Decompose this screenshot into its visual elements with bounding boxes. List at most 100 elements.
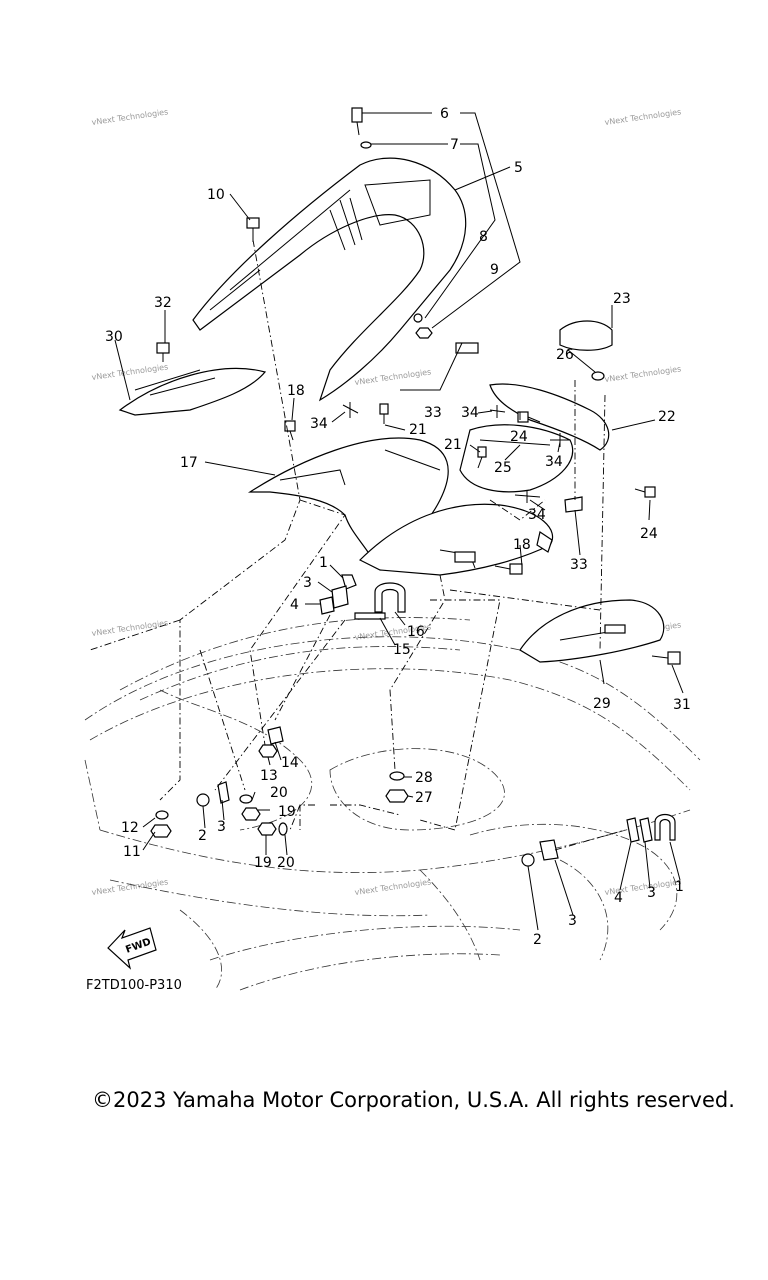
callout-3d: 3 — [568, 913, 577, 929]
callout-9: 9 — [490, 262, 499, 278]
callout-29: 29 — [593, 696, 611, 712]
callout-34d: 34 — [528, 507, 546, 523]
callout-16: 16 — [407, 624, 425, 640]
callout-20b: 20 — [277, 855, 295, 871]
side-panel-part-30 — [118, 367, 267, 416]
plate-part-3d — [639, 817, 653, 843]
watermark: vNext Technologies — [604, 107, 682, 127]
handle-part-23 — [559, 320, 613, 351]
callout-23: 23 — [613, 291, 631, 307]
callout-3b: 3 — [217, 819, 226, 835]
clip-part-34b — [489, 405, 506, 418]
washer-part-20 — [239, 794, 253, 804]
callout-3c: 3 — [647, 885, 656, 901]
ubolt-part-16 — [374, 582, 406, 613]
callout-34b: 34 — [310, 416, 328, 432]
callout-30: 30 — [105, 329, 123, 345]
callout-11: 11 — [123, 844, 141, 860]
callout-20: 20 — [270, 785, 288, 801]
callout-8: 8 — [479, 229, 488, 245]
washer-part-20b — [278, 822, 288, 836]
callout-21b: 21 — [444, 437, 462, 453]
callout-19b: 19 — [254, 855, 272, 871]
callout-26: 26 — [556, 347, 574, 363]
assembly-lines — [89, 239, 626, 851]
lower-cover-part-29 — [519, 599, 665, 663]
right-cover-part-25 — [459, 424, 574, 493]
plate-part-4 — [319, 596, 335, 615]
nut-part-19 — [241, 807, 261, 821]
lower-cover-body — [358, 503, 554, 576]
bolt-part-18 — [284, 420, 296, 441]
watermark: vNext Technologies — [354, 367, 432, 387]
callout-34: 34 — [461, 405, 479, 421]
callout-14: 14 — [281, 755, 299, 771]
callout-2b: 2 — [533, 932, 542, 948]
callout-24: 24 — [510, 429, 528, 445]
label-part-33 — [455, 342, 479, 354]
bolt-part-6 — [351, 107, 363, 136]
bracket-part-33 — [564, 496, 583, 513]
callout-1b: 1 — [675, 879, 684, 895]
callout-28: 28 — [415, 770, 433, 786]
callout-34c: 34 — [545, 454, 563, 470]
callout-33b: 33 — [570, 557, 588, 573]
watermark: vNext Technologies — [91, 877, 169, 897]
callout-10: 10 — [207, 187, 225, 203]
seat-frame-part-5 — [192, 157, 467, 402]
hull-outline — [84, 617, 701, 991]
callout-27: 27 — [415, 790, 433, 806]
rear-cover-part-17 — [247, 437, 449, 556]
callout-18: 18 — [287, 383, 305, 399]
copyright-text: ©2023 Yamaha Motor Corporation, U.S.A. A… — [92, 1088, 735, 1112]
callout-5: 5 — [514, 160, 523, 176]
strap-part-15 — [354, 612, 386, 620]
plate-part-3b — [217, 781, 230, 804]
callout-33: 33 — [424, 405, 442, 421]
grommet-part-8 — [413, 313, 423, 323]
bolt-part-24b — [634, 486, 656, 498]
callout-1: 1 — [319, 555, 328, 571]
callout-31: 31 — [673, 697, 691, 713]
callout-6: 6 — [440, 106, 449, 122]
washer-part-28 — [389, 771, 405, 781]
clip-part-1 — [341, 574, 357, 590]
fwd-arrow: FWD — [107, 927, 157, 970]
watermark: vNext Technologies — [91, 362, 169, 382]
callout-4: 4 — [290, 597, 299, 613]
clip-part-34d — [514, 490, 541, 503]
callout-13: 13 — [260, 768, 278, 784]
diagram-code: F2TD100-P310 — [86, 978, 182, 993]
nut-part-13 — [258, 744, 278, 758]
callout-24b: 24 — [640, 526, 658, 542]
bolt-part-24 — [517, 411, 541, 423]
watermark: vNext Technologies — [91, 618, 169, 638]
watermark: vNext Technologies — [354, 877, 432, 897]
nut-part-9 — [415, 327, 433, 339]
clip-part-34 — [342, 402, 359, 418]
clip-part-34c — [550, 433, 570, 447]
callout-3: 3 — [303, 575, 312, 591]
callout-18b: 18 — [513, 537, 531, 553]
plate-part-3 — [331, 585, 349, 609]
plate-part-3c — [539, 839, 559, 861]
plate-part-14 — [267, 726, 284, 745]
bolt-part-32 — [156, 342, 170, 362]
washer-part-7 — [360, 141, 372, 149]
callout-2: 2 — [198, 828, 207, 844]
grommet-part-26 — [591, 371, 605, 381]
washer-part-12 — [155, 810, 169, 820]
bracket-part-33b — [536, 531, 553, 553]
callout-32: 32 — [154, 295, 172, 311]
watermark: vNext Technologies — [604, 364, 682, 384]
bolt-part-21b — [477, 446, 487, 469]
callout-22: 22 — [658, 409, 676, 425]
nut-part-11 — [150, 824, 172, 838]
callout-25: 25 — [494, 460, 512, 476]
plate-part-4b — [626, 817, 640, 843]
callout-17: 17 — [180, 455, 198, 471]
callouts: 6 7 5 10 8 9 23 32 30 26 18 33 34 22 34 … — [105, 106, 691, 948]
nut-part-2 — [196, 793, 210, 807]
callout-15: 15 — [393, 642, 411, 658]
bolt-part-18b — [494, 563, 523, 575]
